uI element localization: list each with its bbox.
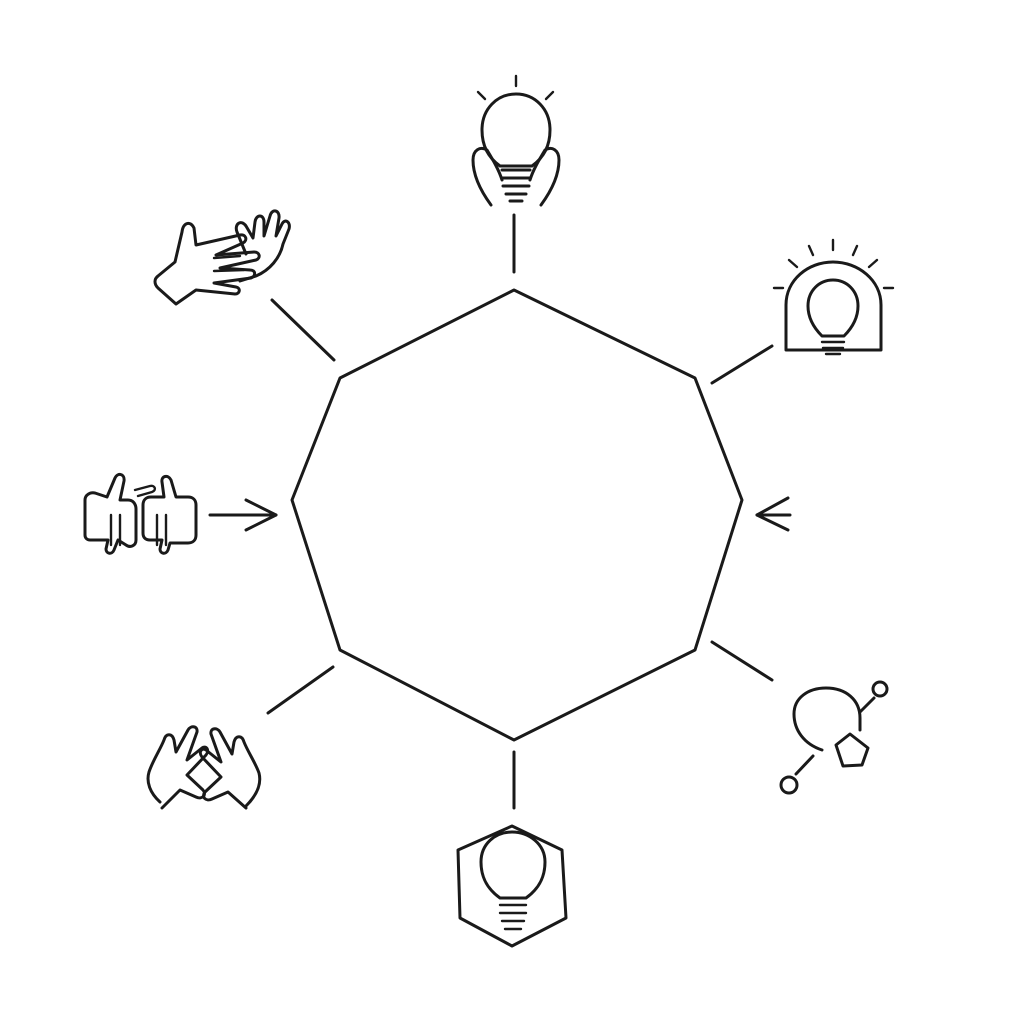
connector-upper-right [710, 344, 774, 385]
connector-right-arrow [755, 496, 792, 532]
connector-lower-left [266, 665, 335, 715]
head-network-icon [779, 680, 889, 795]
connector-left-arrow [208, 498, 278, 532]
lightbulb-with-hands-icon [471, 74, 561, 207]
hand-gestures-icon [83, 472, 198, 555]
helping-hands-icon [153, 209, 291, 306]
lightbulb-in-arch-icon [772, 238, 895, 356]
connector-upper-left [270, 298, 336, 362]
connector-lower-right [710, 640, 774, 682]
lightbulb-in-hexagon-icon [456, 824, 568, 948]
center-octagon [290, 288, 744, 742]
pointing-hands-icon [146, 725, 262, 810]
